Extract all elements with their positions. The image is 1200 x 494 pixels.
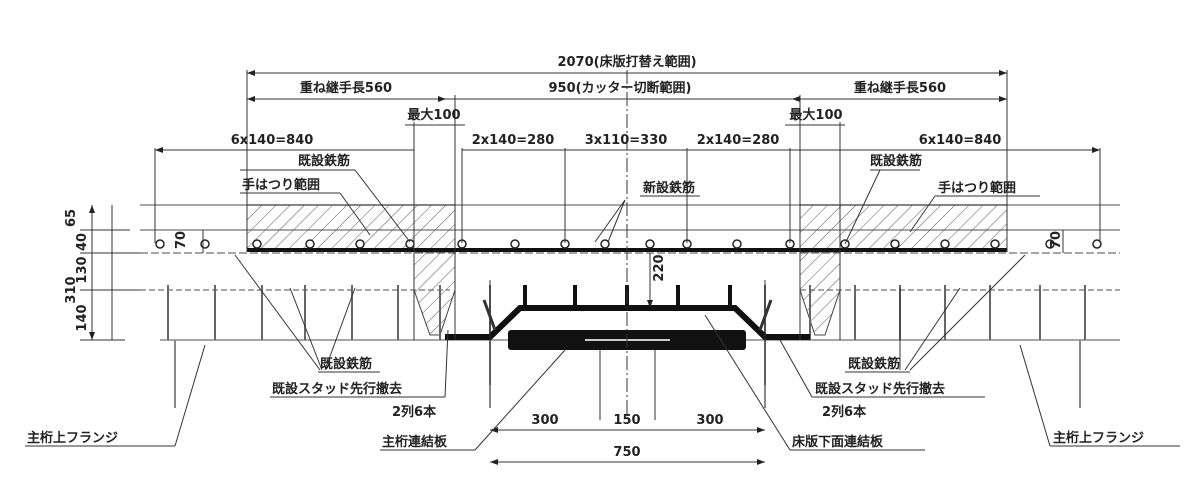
label-slab-splice-plate: 床版下面連結板 bbox=[792, 434, 884, 450]
label-flange-left: 主桁上フランジ bbox=[27, 430, 118, 446]
dim-cut: 950(カッター切断範囲) bbox=[548, 80, 691, 96]
dim-150: 150 bbox=[613, 413, 640, 428]
label-new-rebar: 新設鉄筋 bbox=[643, 180, 695, 196]
dim-140: 140 bbox=[75, 304, 90, 331]
rebar-section bbox=[1092, 239, 1102, 249]
leader-lines bbox=[25, 169, 1180, 451]
dim-spacing-2r: 2x140=280 bbox=[697, 133, 780, 148]
dim-300-right: 300 bbox=[696, 413, 723, 428]
dimension-lines bbox=[80, 70, 1101, 465]
label-stud-removal-right: 既設スタッド先行撤去 bbox=[815, 381, 945, 397]
dim-lap-right: 重ね継手長560 bbox=[854, 80, 946, 96]
label-chipping-left: 手はつり範囲 bbox=[242, 177, 320, 193]
label-rows-right: 2列6本 bbox=[822, 404, 866, 420]
rebar-section bbox=[355, 239, 365, 249]
dim-spacing-left: 6x140=840 bbox=[231, 133, 314, 148]
rebar-section bbox=[510, 239, 520, 249]
dim-750: 750 bbox=[613, 445, 640, 460]
label-existing-rebar-bottom-left: 既設鉄筋 bbox=[320, 356, 372, 372]
dim-spacing-mid: 3x110=330 bbox=[585, 133, 668, 148]
dim-220: 220 bbox=[652, 254, 667, 281]
rebar-section bbox=[1045, 239, 1055, 249]
rebar-section bbox=[890, 239, 900, 249]
dim-spacing-2l: 2x140=280 bbox=[472, 133, 555, 148]
dim-70-right: 70 bbox=[1049, 231, 1064, 249]
label-rows-left: 2列6本 bbox=[392, 404, 436, 420]
rebar-section bbox=[732, 239, 742, 249]
dim-lap-left: 重ね継手長560 bbox=[300, 80, 392, 96]
rebar-section bbox=[645, 239, 655, 249]
label-flange-right: 主桁上フランジ bbox=[1053, 430, 1144, 446]
rebar-section bbox=[200, 239, 210, 249]
dim-max-right: 最大100 bbox=[789, 107, 842, 123]
rebar-section bbox=[305, 239, 315, 249]
dim-total: 2070(床版打替え範囲) bbox=[557, 54, 696, 70]
dim-40: 40 bbox=[75, 233, 90, 251]
chipping-area-right bbox=[799, 204, 1008, 336]
rebar-section bbox=[600, 239, 610, 249]
label-existing-rebar-bottom-right: 既設鉄筋 bbox=[848, 356, 900, 372]
dim-70-left: 70 bbox=[174, 231, 189, 249]
dim-spacing-right: 6x140=840 bbox=[919, 133, 1002, 148]
dim-300-left: 300 bbox=[531, 413, 558, 428]
label-stud-removal-left: 既設スタッド先行撤去 bbox=[272, 381, 402, 397]
label-chipping-right: 手はつり範囲 bbox=[938, 180, 1016, 196]
dim-130: 130 bbox=[75, 256, 90, 283]
rebar-section bbox=[940, 239, 950, 249]
rebar-section bbox=[990, 239, 1000, 249]
dim-310: 310 bbox=[64, 276, 79, 303]
dim-65: 65 bbox=[64, 209, 79, 227]
label-girder-splice-plate: 主桁連結板 bbox=[382, 434, 448, 450]
rebar-section bbox=[252, 239, 262, 249]
center-line bbox=[489, 70, 766, 420]
chipping-area-left bbox=[246, 204, 456, 336]
label-existing-rebar-top-right: 既設鉄筋 bbox=[870, 153, 922, 169]
rebar-section bbox=[155, 239, 165, 249]
dim-max-left: 最大100 bbox=[407, 107, 460, 123]
rebar-sections bbox=[155, 239, 1102, 249]
label-existing-rebar-top-left: 既設鉄筋 bbox=[298, 153, 350, 169]
